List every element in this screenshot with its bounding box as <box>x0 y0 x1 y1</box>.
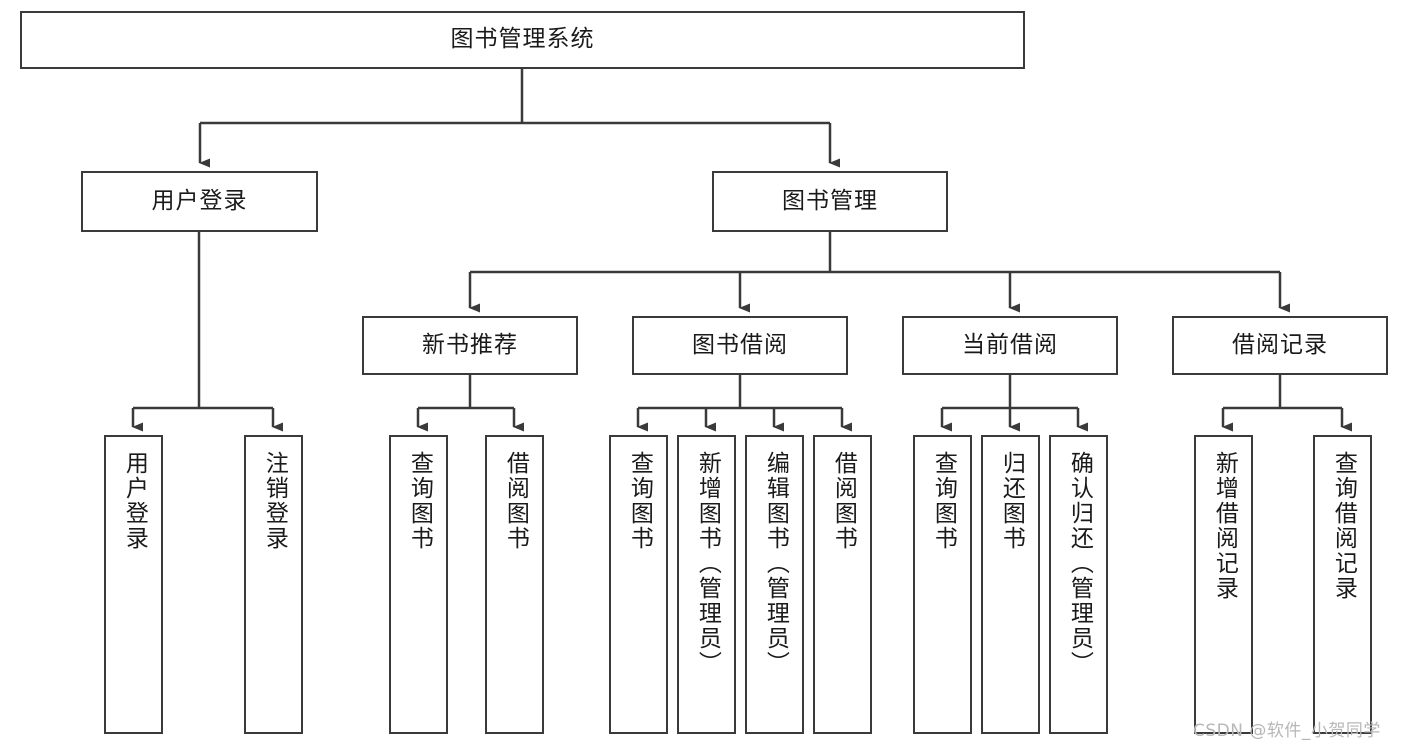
node-user-login[interactable]: 用户登录 <box>81 171 318 232</box>
node-leaf-query-book-borrow-label: 查询图书 <box>626 451 653 551</box>
node-book-borrow-label: 图书借阅 <box>692 331 788 358</box>
node-leaf-return-book[interactable]: 归还图书 <box>981 435 1040 734</box>
node-book-manage-label: 图书管理 <box>782 187 878 214</box>
node-leaf-borrow-book-label: 借阅图书 <box>830 451 857 551</box>
node-leaf-query-book-cur[interactable]: 查询图书 <box>913 435 972 734</box>
node-leaf-edit-book-label: 编辑图书（管理员） <box>762 451 789 676</box>
node-new-book-rec[interactable]: 新书推荐 <box>362 316 578 375</box>
node-leaf-add-record-label: 新增借阅记录 <box>1211 451 1238 601</box>
node-leaf-borrow-book[interactable]: 借阅图书 <box>813 435 872 734</box>
node-leaf-borrow-book-rec[interactable]: 借阅图书 <box>485 435 544 734</box>
node-leaf-return-book-label: 归还图书 <box>998 451 1025 551</box>
node-new-book-rec-label: 新书推荐 <box>422 331 518 358</box>
node-borrow-record-label: 借阅记录 <box>1232 331 1328 358</box>
node-leaf-add-book[interactable]: 新增图书（管理员） <box>677 435 736 734</box>
node-leaf-borrow-book-rec-label: 借阅图书 <box>502 451 529 551</box>
node-book-manage[interactable]: 图书管理 <box>712 171 948 232</box>
node-leaf-add-book-label: 新增图书（管理员） <box>694 451 721 676</box>
node-leaf-edit-book[interactable]: 编辑图书（管理员） <box>745 435 804 734</box>
node-book-borrow[interactable]: 图书借阅 <box>632 316 848 375</box>
node-leaf-logout-label: 注销登录 <box>261 451 288 551</box>
node-user-login-label: 用户登录 <box>151 187 248 214</box>
node-root-label: 图书管理系统 <box>450 26 595 53</box>
node-leaf-query-book-rec-label: 查询图书 <box>406 451 433 551</box>
node-leaf-query-record[interactable]: 查询借阅记录 <box>1313 435 1372 734</box>
node-leaf-confirm-return[interactable]: 确认归还（管理员） <box>1049 435 1108 734</box>
node-borrow-record[interactable]: 借阅记录 <box>1172 316 1388 375</box>
node-current-borrow[interactable]: 当前借阅 <box>902 316 1118 375</box>
node-root[interactable]: 图书管理系统 <box>20 11 1025 69</box>
node-leaf-query-book-cur-label: 查询图书 <box>930 451 957 551</box>
node-leaf-confirm-return-label: 确认归还（管理员） <box>1066 451 1093 676</box>
node-leaf-query-record-label: 查询借阅记录 <box>1330 451 1357 601</box>
node-leaf-query-book-rec[interactable]: 查询图书 <box>389 435 448 734</box>
node-current-borrow-label: 当前借阅 <box>962 331 1058 358</box>
node-leaf-logout[interactable]: 注销登录 <box>244 435 303 734</box>
node-leaf-user-login-label: 用户登录 <box>121 451 148 551</box>
node-leaf-add-record[interactable]: 新增借阅记录 <box>1194 435 1253 734</box>
csdn-watermark: CSDN @软件_小贺同学 <box>1193 721 1381 741</box>
node-leaf-query-book-borrow[interactable]: 查询图书 <box>609 435 668 734</box>
node-leaf-user-login[interactable]: 用户登录 <box>104 435 163 734</box>
